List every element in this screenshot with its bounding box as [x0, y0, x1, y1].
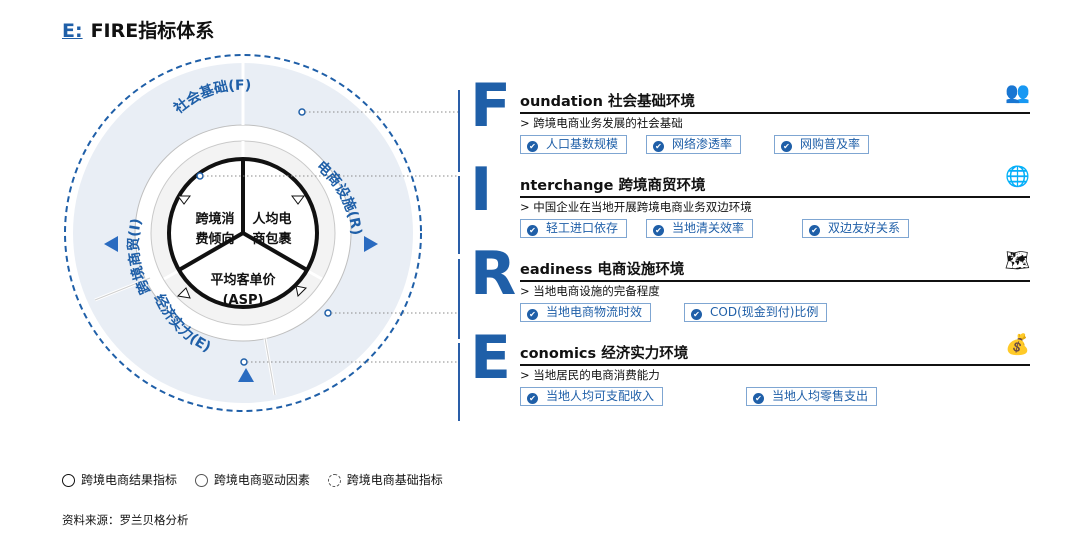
divider-f — [458, 90, 460, 172]
core-label-bottom-1: 平均客单价 — [210, 272, 276, 288]
legend-item: 跨境电商基础指标 — [327, 471, 443, 488]
section-subtitle: > 当地电商设施的完备程度 — [520, 284, 660, 298]
indicator-tag: ✔COD(现金到付)比例 — [684, 303, 828, 322]
check-icon: ✔ — [653, 141, 664, 152]
page-title: E: FIRE指标体系 — [62, 16, 214, 43]
heading-rule — [520, 196, 1030, 198]
section-letter: I — [470, 155, 493, 225]
check-icon: ✔ — [781, 141, 792, 152]
section-foundation: F oundation 社会基础环境 👥 > 跨境电商业务发展的社会基础 ✔人口… — [470, 76, 1030, 170]
indicator-tag: ✔网购普及率 — [774, 135, 870, 154]
indicator-tag: ✔当地人均可支配收入 — [520, 387, 664, 406]
section-letter: E — [470, 323, 511, 393]
check-icon: ✔ — [527, 309, 538, 320]
legend-item: 跨境电商结果指标 — [62, 471, 177, 488]
indicator-tag: ✔网络渗透率 — [646, 135, 742, 154]
title-text: FIRE指标体系 — [90, 20, 215, 42]
money-bag-icon: 💰 — [1005, 332, 1030, 356]
divider-e — [458, 343, 460, 421]
core-label-right-1: 人均电 — [252, 211, 291, 227]
thin-circle-icon — [194, 474, 208, 487]
map-pin-icon: 🗺 — [1004, 248, 1030, 272]
indicator-tag: ✔当地人均零售支出 — [746, 387, 878, 406]
divider-r — [458, 259, 460, 339]
section-letter: F — [470, 71, 511, 141]
source-note: 资料来源：罗兰贝格分析 — [62, 513, 189, 527]
divider-i — [458, 176, 460, 254]
arrow-marker — [177, 195, 191, 205]
arrow-marker — [291, 195, 305, 205]
heading-rule — [520, 112, 1030, 114]
outer-dashed-ring — [64, 54, 422, 412]
indicator-tag: ✔当地电商物流时效 — [520, 303, 652, 322]
indicator-tag: ✔当地清关效率 — [646, 219, 754, 238]
core-label-bottom-2: (ASP) — [223, 293, 264, 308]
section-heading: nterchange 跨境商贸环境 — [520, 178, 706, 194]
legend-item: 跨境电商驱动因素 — [194, 471, 310, 488]
check-icon: ✔ — [691, 309, 702, 320]
check-icon: ✔ — [809, 225, 820, 236]
core-label-right-2: 商包裹 — [252, 231, 292, 247]
indicator-tag: ✔轻工进口依存 — [520, 219, 628, 238]
check-icon: ✔ — [527, 225, 538, 236]
section-readiness: R eadiness 电商设施环境 🗺 > 当地电商设施的完备程度 ✔当地电商物… — [470, 244, 1030, 338]
heading-rule — [520, 280, 1030, 282]
section-subtitle: > 当地居民的电商消费能力 — [520, 368, 660, 382]
arrow-marker — [176, 287, 191, 299]
check-icon: ✔ — [653, 225, 664, 236]
core-label-left-2: 费倾向 — [195, 231, 234, 247]
dashed-circle-icon — [327, 474, 341, 487]
section-heading: eadiness 电商设施环境 — [520, 262, 685, 278]
triangle-right-icon — [364, 236, 378, 252]
section-heading: conomics 经济实力环境 — [520, 346, 689, 362]
section-letter: R — [470, 239, 517, 309]
globe-icon: 🌐 — [1005, 164, 1030, 188]
triangle-bottom-icon — [238, 368, 254, 382]
section-subtitle: > 中国企业在当地开展跨境电商业务双边环境 — [520, 200, 752, 214]
check-icon: ✔ — [527, 393, 538, 404]
heading-rule — [520, 364, 1030, 366]
title-prefix: E: — [62, 20, 83, 42]
check-icon: ✔ — [527, 141, 538, 152]
triangle-left-icon — [104, 236, 118, 252]
people-group-icon: 👥 — [1005, 80, 1030, 104]
indicator-tag: ✔双边友好关系 — [802, 219, 910, 238]
arrow-marker — [295, 285, 308, 298]
check-icon: ✔ — [753, 393, 764, 404]
indicator-tag: ✔人口基数规模 — [520, 135, 628, 154]
core-label-left-1: 跨境消 — [195, 211, 234, 227]
legend: 跨境电商结果指标 跨境电商驱动因素 跨境电商基础指标 — [62, 471, 457, 488]
section-interchange: I nterchange 跨境商贸环境 🌐 > 中国企业在当地开展跨境电商业务双… — [470, 160, 1030, 254]
section-subtitle: > 跨境电商业务发展的社会基础 — [520, 116, 683, 130]
section-economics: E conomics 经济实力环境 💰 > 当地居民的电商消费能力 ✔当地人均可… — [470, 328, 1030, 422]
section-heading: oundation 社会基础环境 — [520, 94, 696, 110]
solid-circle-icon — [62, 474, 75, 487]
